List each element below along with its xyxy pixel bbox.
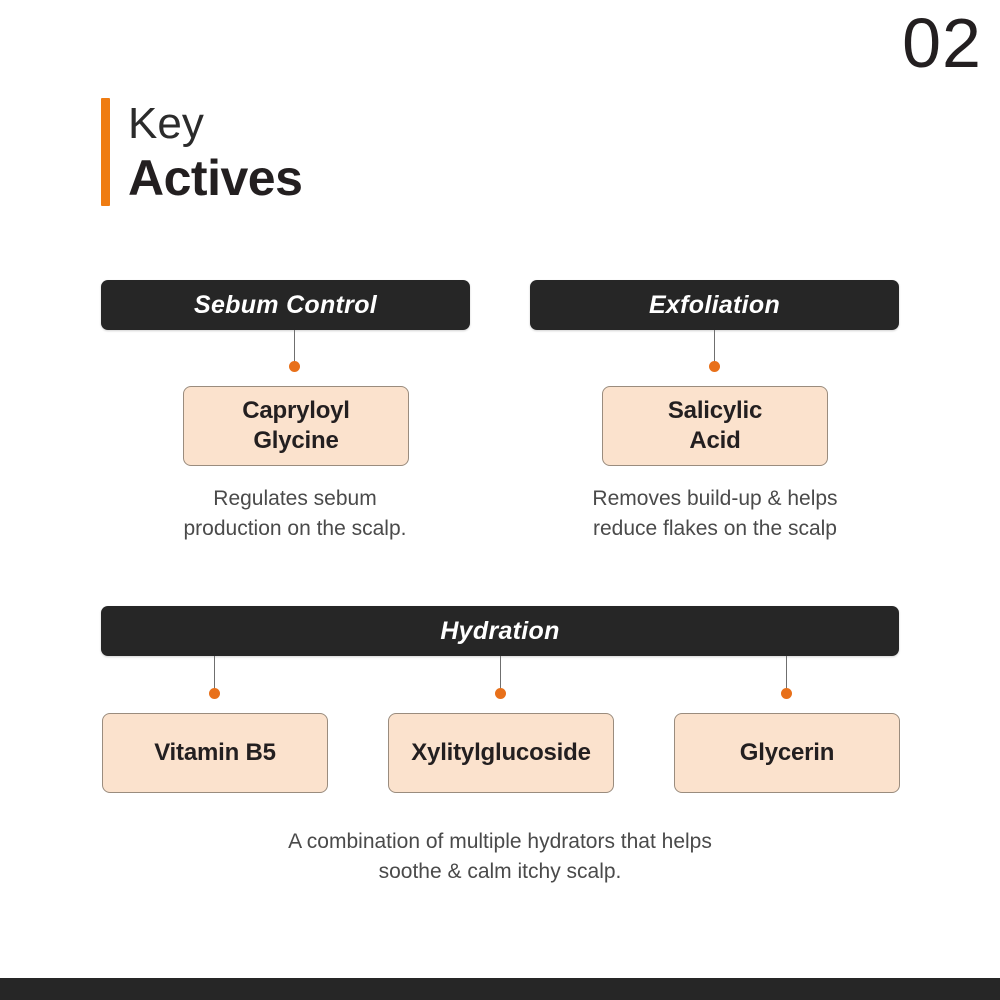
chip-label-line-1: Salicylic xyxy=(667,397,763,424)
connector-dot-glycerin xyxy=(781,688,792,699)
chip-label: Xylitylglucoside xyxy=(411,739,591,766)
chip-xylitylglucoside[interactable]: Xylitylglucoside xyxy=(388,713,614,793)
caption-sebum-control: Regulates sebum production on the scalp. xyxy=(125,484,465,544)
chip-label-line-1: Capryloyl xyxy=(242,397,350,424)
connector-dot-exfoliation xyxy=(709,361,720,372)
accent-rule xyxy=(101,98,110,206)
chip-label-line-2: Acid xyxy=(689,427,741,454)
chip-vitamin-b5[interactable]: Vitamin B5 xyxy=(102,713,328,793)
chip-label: Glycerin xyxy=(739,739,835,766)
caption-line-2: reduce flakes on the scalp xyxy=(593,517,837,540)
category-header-exfoliation[interactable]: Exfoliation xyxy=(530,280,899,330)
category-header-hydration[interactable]: Hydration xyxy=(101,606,899,656)
page-title-line-2: Actives xyxy=(128,150,303,206)
caption-exfoliation: Removes build-up & helps reduce flakes o… xyxy=(545,484,885,544)
caption-line-1: A combination of multiple hydrators that… xyxy=(288,830,712,853)
caption-line-2: production on the scalp. xyxy=(183,517,407,540)
page-title-line-1: Key xyxy=(128,99,204,148)
category-header-label: Hydration xyxy=(440,616,560,645)
connector-line-glycerin xyxy=(786,656,787,690)
connector-dot-xylitylglucoside xyxy=(495,688,506,699)
connector-line-sebum-control xyxy=(294,330,295,364)
caption-hydration: A combination of multiple hydrators that… xyxy=(200,827,800,887)
caption-line-1: Regulates sebum xyxy=(213,487,377,510)
caption-line-1: Removes build-up & helps xyxy=(592,487,838,510)
connector-line-vitamin-b5 xyxy=(214,656,215,690)
connector-dot-sebum-control xyxy=(289,361,300,372)
connector-line-exfoliation xyxy=(714,330,715,364)
chip-glycerin[interactable]: Glycerin xyxy=(674,713,900,793)
connector-dot-vitamin-b5 xyxy=(209,688,220,699)
connector-line-xylitylglucoside xyxy=(500,656,501,690)
page-title: Key Actives xyxy=(101,98,303,206)
category-header-label: Sebum Control xyxy=(193,290,378,319)
caption-line-2: soothe & calm itchy scalp. xyxy=(378,860,622,883)
bottom-bar xyxy=(0,978,1000,1000)
chip-label-line-2: Glycine xyxy=(253,427,339,454)
category-header-sebum-control[interactable]: Sebum Control xyxy=(101,280,470,330)
chip-label: Vitamin B5 xyxy=(154,739,276,766)
page-number: 02 xyxy=(902,4,982,82)
category-header-label: Exfoliation xyxy=(648,290,781,319)
